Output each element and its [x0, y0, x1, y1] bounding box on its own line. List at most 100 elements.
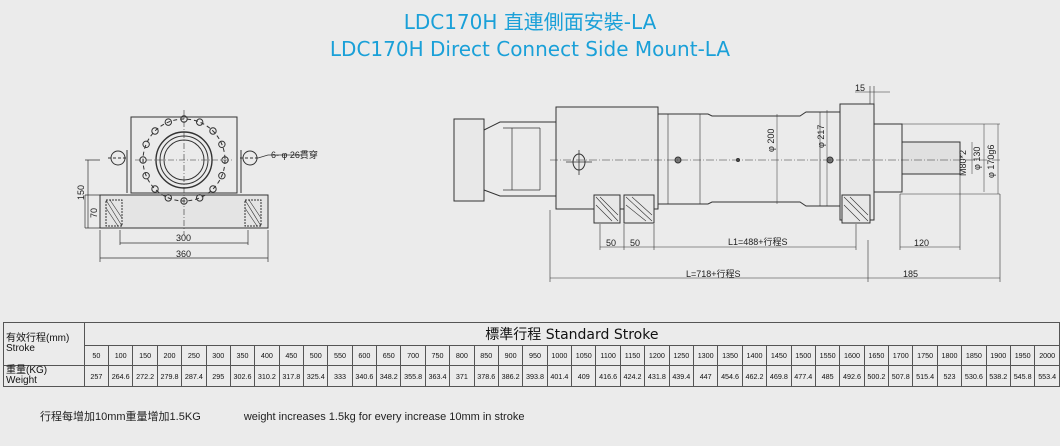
- stroke-cell: 100: [107, 345, 134, 366]
- stroke-cell: 950: [522, 345, 548, 366]
- title-chinese: LDC170H 直連側面安裝-LA: [403, 10, 657, 34]
- weight-cell: 454.6: [717, 365, 743, 387]
- bolt-hole: [195, 118, 204, 126]
- weight-cell: 310.2: [254, 365, 280, 387]
- bolt-hole: [142, 171, 150, 180]
- weight-cell: 393.8: [522, 365, 548, 387]
- stroke-cell: 250: [181, 345, 207, 366]
- base-slot-right: [244, 199, 262, 227]
- dim-300: 300: [176, 233, 191, 243]
- housing-plug: [572, 153, 586, 171]
- dia-170: φ 170g6: [986, 145, 996, 178]
- dim-l1: L1=488+行程S: [728, 236, 788, 247]
- dia-130: φ 130: [972, 147, 982, 170]
- weight-cell: 401.4: [546, 365, 573, 387]
- bolt-hole: [195, 194, 204, 202]
- weight-label-zh: 重量(KG): [6, 365, 48, 376]
- weight-cell: 264.6: [107, 365, 134, 387]
- stroke-cell: 350: [229, 345, 256, 366]
- side-view: 15 φ 200 φ 217 M80*2 φ 130 φ 170g6 50 50…: [453, 83, 1001, 282]
- weight-cell: 469.8: [766, 365, 792, 387]
- bolt-hole: [180, 197, 188, 205]
- weight-cell: 340.6: [351, 365, 378, 387]
- dim-120: 120: [914, 238, 929, 248]
- stroke-cell: 1450: [766, 345, 792, 366]
- stroke-cell: 50: [83, 345, 110, 366]
- stroke-cell: 1150: [619, 345, 646, 366]
- weight-cell: 500.2: [863, 365, 890, 387]
- weight-cell: 257: [83, 365, 110, 387]
- footer-note-zh: 行程每增加10mm重量增加1.5KG: [40, 411, 201, 423]
- table-header-row: 有效行程(mm) Stroke 標準行程 Standard Stroke: [3, 322, 1060, 366]
- table-header: 標準行程 Standard Stroke: [83, 322, 1060, 346]
- stroke-label-cell: 有效行程(mm) Stroke: [3, 322, 85, 366]
- stroke-cell: 300: [205, 345, 231, 366]
- stroke-cell: 1750: [912, 345, 938, 366]
- weight-cell: 355.8: [400, 365, 426, 387]
- weight-cell: 507.8: [888, 365, 914, 387]
- dim-15: 15: [855, 83, 865, 93]
- weight-cell: 295: [205, 365, 231, 387]
- weight-cell: 538.2: [985, 365, 1012, 387]
- bolt-hole: [218, 171, 226, 180]
- piston-rod: [873, 123, 903, 193]
- weight-cell: 545.8: [1009, 365, 1036, 387]
- stroke-cell: 1800: [936, 345, 963, 366]
- weight-cell: 371: [449, 365, 475, 387]
- dim-150: 150: [76, 185, 86, 200]
- stroke-cell: 1250: [668, 345, 695, 366]
- stroke-cell: 550: [327, 345, 353, 366]
- weight-cell: 287.4: [181, 365, 207, 387]
- stroke-cell: 2000: [1034, 345, 1060, 366]
- front-view: 300 360 150 70 6- φ 26貫穿: [76, 110, 318, 262]
- bolt-hole: [164, 118, 173, 126]
- stroke-cell: 800: [449, 345, 475, 366]
- weight-cell: 378.6: [473, 365, 499, 387]
- bolt-hole: [218, 140, 226, 149]
- dia-217: φ 217: [816, 125, 826, 148]
- weight-cell: 515.4: [912, 365, 938, 387]
- weight-cell: 424.2: [619, 365, 646, 387]
- stroke-cell: 600: [351, 345, 378, 366]
- weight-cell: 431.8: [644, 365, 670, 387]
- stroke-label-en: Stroke: [6, 343, 35, 354]
- dim-50a: 50: [606, 238, 616, 248]
- stroke-cell: 500: [303, 345, 329, 366]
- weight-cell: 333: [327, 365, 353, 387]
- weight-cell: 485: [814, 365, 841, 387]
- stroke-cell: 1500: [790, 345, 816, 366]
- weight-cell: 416.6: [595, 365, 621, 387]
- rod-thread: [901, 141, 961, 175]
- bolt-hole: [151, 127, 159, 135]
- stroke-cell: 1200: [644, 345, 670, 366]
- stroke-cell: 1300: [693, 345, 719, 366]
- stroke-cell: 1050: [571, 345, 597, 366]
- title-english: LDC170H Direct Connect Side Mount-LA: [329, 37, 731, 61]
- weight-cell: 492.6: [839, 365, 865, 387]
- dim-50b: 50: [630, 238, 640, 248]
- weight-cell: 409: [571, 365, 597, 387]
- stroke-cell: 1000: [546, 345, 573, 366]
- weight-cell: 325.4: [303, 365, 329, 387]
- dim-360: 360: [176, 249, 191, 259]
- weight-cell: 272.2: [132, 365, 158, 387]
- stroke-cell: 1900: [985, 345, 1012, 366]
- weight-cell: 348.2: [376, 365, 402, 387]
- stroke-cell: 1600: [839, 345, 865, 366]
- stroke-cell: 400: [254, 345, 280, 366]
- stroke-cell: 750: [424, 345, 451, 366]
- dim-l: L=718+行程S: [686, 268, 741, 279]
- stroke-cell: 1100: [595, 345, 621, 366]
- bolt-hole: [209, 127, 217, 135]
- hole-note: 6- φ 26貫穿: [271, 149, 318, 160]
- bolt-hole: [151, 185, 159, 193]
- weight-cell: 523: [936, 365, 963, 387]
- stroke-cell: 1400: [741, 345, 768, 366]
- stroke-cell: 1350: [717, 345, 743, 366]
- weight-cell: 279.8: [156, 365, 183, 387]
- front-flange-outline: [130, 116, 238, 194]
- stroke-cell: 700: [400, 345, 426, 366]
- bolt-hole: [164, 194, 173, 202]
